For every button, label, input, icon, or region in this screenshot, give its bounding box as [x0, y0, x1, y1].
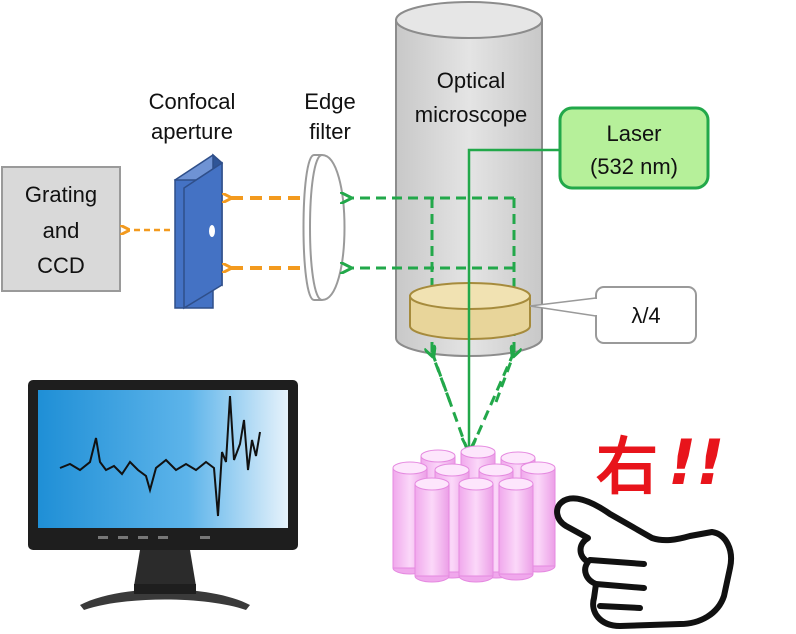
nanopillar	[414, 477, 450, 583]
laser-box: Laser (532 nm)	[558, 106, 710, 190]
confocal-aperture	[173, 153, 224, 310]
waveplate-label: λ/4	[631, 303, 660, 328]
edge-label-line1: Edge	[304, 89, 355, 114]
nanopillar	[498, 477, 534, 581]
grating-label-line2: and	[43, 218, 80, 243]
edge-filter-lens	[302, 154, 346, 301]
sample-arrow-right	[494, 356, 513, 403]
grating-label-line1: Grating	[25, 182, 97, 207]
confocal-label-line2: aperture	[151, 119, 233, 144]
nanopillar	[458, 477, 494, 583]
waveplate-callout: λ/4	[529, 286, 697, 344]
sample-arrow-left	[433, 356, 452, 403]
laser-label-line2: (532 nm)	[590, 154, 678, 179]
laser-beam-path	[467, 148, 560, 448]
raman-spectrum-trace	[59, 395, 261, 517]
grating-ccd-box: Grating and CCD	[1, 166, 121, 292]
grating-label-line3: CCD	[37, 253, 85, 278]
monitor-icon	[28, 380, 298, 610]
kanji-right-label: 右	[596, 430, 658, 503]
confocal-label-line1: Confocal	[149, 89, 236, 114]
exclaim-label: !!	[668, 426, 725, 499]
laser-label-line1: Laser	[606, 121, 661, 146]
pinhole-icon	[209, 225, 215, 237]
microscope-label-line2: microscope	[415, 102, 527, 127]
pointing-hand-icon	[554, 495, 734, 629]
microscope-label-line1: Optical	[437, 68, 505, 93]
edge-label-line2: filter	[309, 119, 351, 144]
nanopillar-sample-icon	[392, 445, 556, 583]
